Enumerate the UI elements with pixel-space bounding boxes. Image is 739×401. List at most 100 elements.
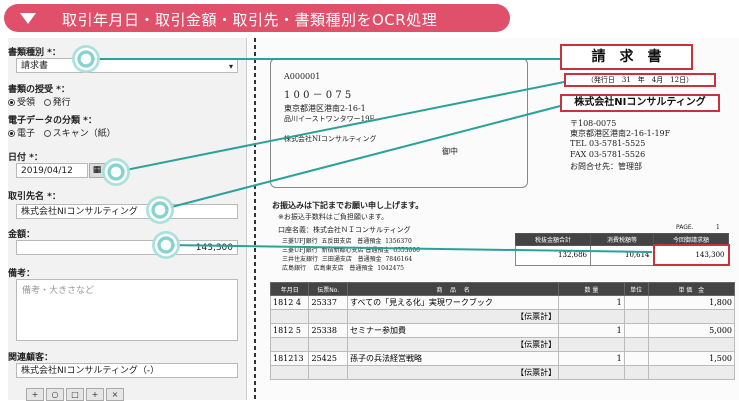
line-qty — [558, 365, 625, 380]
bank-branch: 新宿新都心支店 — [321, 247, 364, 254]
related-toolbar: +○□+× — [26, 382, 126, 401]
direction-option-label: 発行 — [52, 98, 71, 108]
callout-issue-date: （発行日 31 年 4月 12日） — [564, 73, 716, 87]
line-header: 単位 — [623, 282, 649, 296]
issuer-contact: お問合せ先：管理部 — [570, 162, 642, 171]
table-row: 【伝票計】 — [269, 337, 736, 352]
line-date — [269, 365, 310, 380]
line-item: 【伝票計】 — [346, 337, 560, 352]
account-holder: 口座名義：株式会社ＮＩコンサルティング — [278, 226, 411, 234]
direction-label: 書類の授受 *： — [8, 85, 70, 95]
bank-account: 7846164 — [385, 256, 413, 263]
line-header-part: 品 — [450, 286, 457, 294]
doc-addr1: 東京都港区港南2-16-1 — [284, 104, 366, 113]
line-header-part: 量 — [592, 286, 599, 294]
connector-amount — [165, 244, 653, 253]
related-input[interactable]: 株式会社NIコンサルティング（-） — [16, 363, 238, 378]
callout-company: 株式会社NIコンサルティング — [560, 94, 720, 112]
table-row: 1812 5 25338 セミナー参加費 1 5,000 — [269, 323, 736, 338]
partner-input[interactable]: 株式会社NIコンサルティング — [16, 204, 238, 219]
note-textarea[interactable]: 備考・大きさなど — [16, 279, 238, 341]
focus-ring-icon — [146, 196, 174, 224]
doc-company-small: 株式会社NIコンサルティング — [284, 135, 377, 143]
bank-branch: 広島東支店 — [313, 265, 344, 272]
line-amount — [647, 337, 736, 352]
issuer-zip: 〒108-0075 — [570, 119, 617, 128]
edata-radio-electronic[interactable] — [8, 130, 15, 137]
line-amount — [647, 309, 736, 324]
table-row: 【伝票計】 — [269, 365, 736, 380]
notice-1: お振込みは下記までお願い申し上げます。 — [272, 201, 424, 210]
focus-ring-icon — [72, 45, 100, 73]
amount-input[interactable]: 143,300 — [16, 240, 238, 255]
date-label: 日付 *： — [8, 153, 43, 163]
bank-row: 三井住友銀行 三田通支店 普通預金 7846164 — [282, 254, 412, 263]
edata-option-label: スキャン（紙） — [52, 129, 116, 139]
line-amount — [647, 365, 736, 380]
bank-name: 三菱UFJ銀行 — [282, 247, 318, 254]
bank-account: 1042475 — [377, 265, 404, 272]
line-slip — [308, 337, 348, 352]
page-label: PAGE. — [676, 224, 694, 231]
amount-label: 金額： — [8, 230, 36, 240]
line-date — [269, 337, 310, 352]
edata-radio-scan[interactable] — [43, 130, 51, 137]
line-header: 単 価 金 — [647, 282, 736, 296]
bank-name: 広島銀行 — [282, 265, 307, 272]
bank-type: 普通預金 — [365, 247, 390, 254]
amount-summary-table: 税抜金額合計 消費税額等 今回御請求額 132,686 10,614 143,3… — [515, 233, 730, 266]
date-input[interactable]: 2019/04/12 — [16, 163, 88, 178]
issuer-fax: FAX 03-5781-5526 — [570, 150, 646, 159]
bank-name: 三井住友銀行 — [282, 256, 319, 263]
bank-name: 三菱UFJ銀行 — [282, 238, 318, 245]
line-date — [269, 309, 310, 324]
divider — [254, 38, 256, 400]
line-header-part: 名 — [463, 286, 470, 294]
direction-radio-received[interactable] — [8, 99, 15, 106]
connector-date — [115, 79, 575, 173]
table-row: 181213 25425 孫子の兵法経営戦略 1 1,500 — [269, 351, 736, 366]
bank-branch: 五反田支店 — [321, 238, 352, 245]
direction-option-label: 受領 — [17, 98, 36, 108]
line-slip — [308, 365, 348, 380]
bank-type: 普通預金 — [357, 256, 382, 263]
line-qty — [558, 337, 625, 352]
direction-radio-issued[interactable] — [43, 99, 51, 106]
line-header-part: 商 — [436, 286, 443, 294]
amt-value: 10,614 — [590, 244, 654, 266]
triangle-down-icon — [20, 13, 36, 24]
issuer-addr: 東京都港区港南2-16-1-19F — [570, 129, 671, 138]
chevron-down-icon: ▾ — [228, 62, 233, 71]
edata-label: 電子データの分類 *： — [8, 116, 97, 126]
bank-row: 三菱UFJ銀行 新宿新都心支店 普通預金 6553006 — [282, 245, 420, 254]
doc-type-label: 書類種別 *： — [8, 48, 61, 58]
line-header-part: 金 — [698, 286, 705, 294]
bank-account: 6553006 — [393, 247, 420, 254]
bank-row: 広島銀行 広島東支店 普通預金 1042475 — [282, 263, 404, 272]
line-item: 【伝票計】 — [346, 365, 560, 380]
notice-2: ※お振込手数料はご負担願います。 — [278, 213, 389, 221]
callout-invoice-title: 請 求 書 — [560, 44, 693, 70]
connector-partner — [159, 103, 569, 211]
partner-label: 取引先名 *： — [8, 192, 61, 202]
bank-type: 普通預金 — [357, 238, 382, 245]
direction-radio-group: 受領 発行 — [8, 95, 71, 108]
issuer-tel: TEL 03-5781-5525 — [570, 139, 646, 148]
edata-radio-group: 電子 スキャン（紙） — [8, 126, 116, 139]
focus-ring-icon — [102, 158, 130, 186]
doc-type-value: 請求書 — [21, 61, 49, 71]
header-banner: 取引年月日・取引金額・取引先・書類種別をOCR処理 — [4, 4, 510, 32]
doc-code: A000001 — [284, 72, 321, 81]
related-label: 関連顧客： — [8, 353, 54, 363]
line-header: 商 品 名 — [346, 282, 560, 296]
doc-zip: 1 0 0 － 0 7 5 — [284, 90, 352, 101]
doc-onchu: 御中 — [442, 147, 458, 156]
page-number: 1 — [716, 224, 720, 231]
amt-value-total: 143,300 — [652, 244, 730, 266]
bank-type: 普通預金 — [349, 265, 374, 272]
invoice-lines-table: 年月日 伝票No. 商 品 名 数 量 単位 単 価 金 1812 4 2533… — [269, 282, 736, 380]
banner-title: 取引年月日・取引金額・取引先・書類種別をOCR処理 — [62, 11, 438, 29]
table-row: 1812 4 25337 すべての「見える化」実現ワークブック 1 1,800 — [269, 295, 736, 310]
note-label: 備考： — [8, 269, 36, 279]
